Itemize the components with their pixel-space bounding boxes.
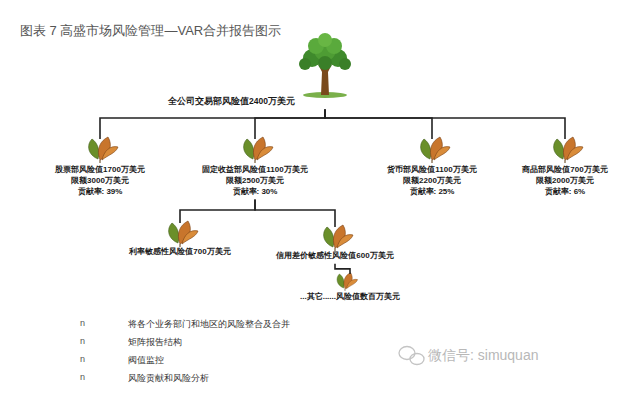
node-text: 限额2500万美元 bbox=[202, 176, 307, 187]
bullet-text: 矩阵报告结构 bbox=[128, 336, 182, 349]
node-text: 贡献率: 25% bbox=[387, 187, 476, 198]
figure-title: 图表 7 高盛市场风险管理—VAR合并报告图示 bbox=[20, 22, 281, 40]
node-text: ...其它......风险值数百万美元 bbox=[300, 292, 400, 303]
tree-connector bbox=[180, 199, 255, 223]
node-text: 商品部风险值700万美元 bbox=[522, 165, 607, 176]
watermark: 微信号: simuquan bbox=[428, 347, 538, 365]
bullet-mark: n bbox=[80, 354, 85, 364]
department-node: 固定收益部风险值1100万美元限额2500万美元贡献率: 30% bbox=[199, 139, 310, 199]
leaf-icon bbox=[89, 137, 583, 291]
node-text: 限额2200万美元 bbox=[387, 176, 476, 187]
risk-node: 利率敏感性风险值700万美元 bbox=[126, 223, 233, 260]
node-text: 固定收益部风险值1100万美元 bbox=[202, 165, 307, 176]
bullet-text: 风险贡献和风险分析 bbox=[128, 372, 209, 385]
department-node: 股票部风险值1700万美元限额3000万美元贡献率: 39% bbox=[52, 139, 148, 199]
tree-icon bbox=[299, 33, 351, 98]
department-node: 商品部风险值700万美元限额2000万美元贡献率: 6% bbox=[519, 139, 610, 199]
tree-connector bbox=[325, 109, 432, 139]
risk-node: ...其它......风险值数百万美元 bbox=[297, 274, 403, 305]
bullet-text: 阀值监控 bbox=[128, 354, 164, 367]
bullet-text: 将各个业务部门和地区的风险整合及合并 bbox=[128, 318, 290, 331]
tree-connector bbox=[325, 109, 565, 139]
tree-connector bbox=[335, 264, 350, 274]
node-text: 限额3000万美元 bbox=[55, 176, 145, 187]
node-text: 贡献率: 6% bbox=[522, 187, 607, 198]
risk-node: 信用差价敏感性风险值600万美元 bbox=[273, 227, 396, 264]
node-text: 全公司交易部风险值2400万美元 bbox=[168, 96, 340, 107]
node-text: 货币部风险值1100万美元 bbox=[387, 165, 476, 176]
node-text: 利率敏感性风险值700万美元 bbox=[129, 247, 230, 258]
wechat-icon bbox=[399, 347, 424, 365]
tree-connector bbox=[255, 199, 335, 227]
node-text: 贡献率: 30% bbox=[202, 187, 307, 198]
bullet-mark: n bbox=[80, 318, 85, 328]
bullet-mark: n bbox=[80, 336, 85, 346]
node-text: 股票部风险值1700万美元 bbox=[55, 165, 145, 176]
tree-connector bbox=[100, 109, 325, 139]
node-text: 信用差价敏感性风险值600万美元 bbox=[276, 251, 393, 262]
tree-connector bbox=[255, 109, 325, 139]
node-text: 限额2000万美元 bbox=[522, 176, 607, 187]
bullet-mark: n bbox=[80, 372, 85, 382]
department-node: 货币部风险值1100万美元限额2200万美元贡献率: 25% bbox=[384, 139, 479, 199]
node-text: 贡献率: 39% bbox=[55, 187, 145, 198]
root-node: 全公司交易部风险值2400万美元 bbox=[165, 42, 343, 109]
